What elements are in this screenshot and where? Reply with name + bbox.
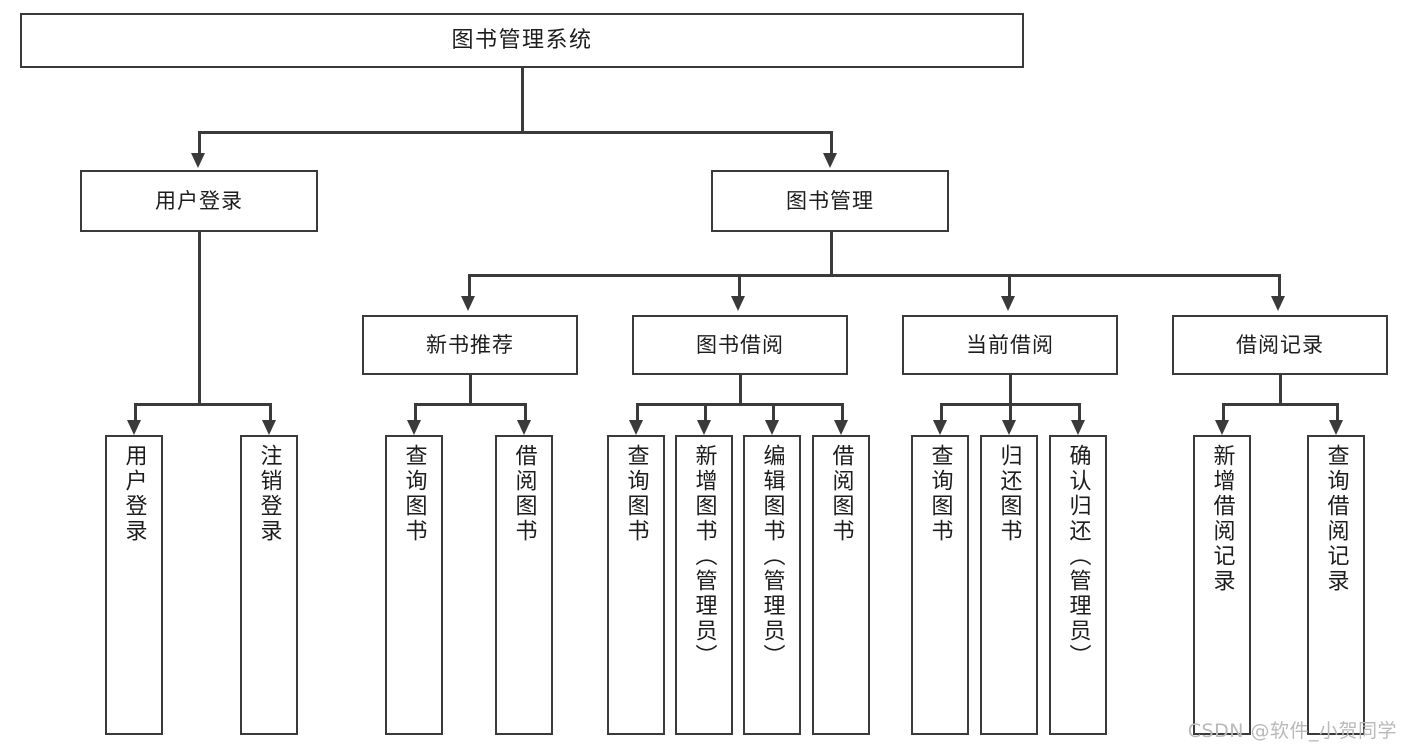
connector-bm-drop-3	[1008, 274, 1011, 296]
node-label: 借阅记录	[1236, 332, 1324, 357]
node-label: 注销登录	[256, 444, 282, 544]
connector-nbr-bus	[414, 403, 526, 406]
connector-br-drop-1	[1222, 403, 1225, 421]
connector-br-drop-2	[1336, 403, 1339, 421]
connector-user-login-bus	[134, 403, 271, 406]
leaf-logout[interactable]: 注销登录	[240, 435, 298, 735]
connector-book-management-stem	[830, 232, 833, 276]
connector-bb-stem	[739, 375, 742, 405]
arrow-to-current-borrow	[1001, 296, 1015, 311]
connector-cb-drop-2	[1009, 403, 1012, 421]
node-label: 借阅图书	[828, 444, 854, 544]
arrow-to-leaf-user-login	[127, 420, 141, 435]
watermark-text: CSDN @软件_小贺同学	[1187, 720, 1397, 742]
leaf-user-login[interactable]: 用户登录	[105, 435, 163, 735]
node-book-borrow[interactable]: 图书借阅	[632, 315, 848, 375]
node-label: 归还图书	[996, 444, 1022, 544]
node-label: 查询图书	[623, 444, 649, 544]
arrow-to-leaf-cb-1	[933, 420, 947, 435]
node-label: 图书借阅	[696, 332, 784, 357]
arrow-to-leaf-nbr-1	[407, 420, 421, 435]
arrow-to-leaf-cb-2	[1002, 420, 1016, 435]
arrow-to-book-borrow	[731, 296, 745, 311]
node-label: 借阅图书	[511, 444, 537, 544]
connector-bb-bus	[636, 403, 841, 406]
connector-bm-drop-4	[1278, 274, 1281, 296]
node-book-management[interactable]: 图书管理	[711, 170, 949, 232]
leaf-br-query-record[interactable]: 查询借阅记录	[1307, 435, 1365, 735]
connector-br-stem	[1279, 375, 1282, 405]
connector-user-login-drop-1	[134, 403, 137, 421]
connector-cb-stem	[1009, 375, 1012, 405]
connector-bb-drop-3	[772, 403, 775, 421]
arrow-to-new-book-recommend	[461, 296, 475, 311]
connector-bm-drop-2	[738, 274, 741, 296]
arrow-to-leaf-br-1	[1215, 420, 1229, 435]
node-label: 当前借阅	[966, 332, 1054, 357]
arrow-to-leaf-bb-2	[697, 420, 711, 435]
leaf-nbr-borrow-book[interactable]: 借阅图书	[495, 435, 553, 735]
connector-bb-drop-1	[636, 403, 639, 421]
connector-nbr-stem	[469, 375, 472, 405]
connector-bb-drop-2	[704, 403, 707, 421]
connector-cb-drop-3	[1078, 403, 1081, 421]
arrow-to-user-login	[191, 153, 205, 168]
node-label: 新增借阅记录	[1209, 444, 1235, 594]
node-label: 用户登录	[155, 188, 243, 213]
leaf-cb-return-book[interactable]: 归还图书	[980, 435, 1038, 735]
leaf-br-add-record[interactable]: 新增借阅记录	[1193, 435, 1251, 735]
node-root-book-management-system[interactable]: 图书管理系统	[20, 13, 1024, 68]
node-label: 确认归还（管理员）	[1065, 444, 1091, 669]
connector-root-drop-1	[198, 131, 201, 153]
connector-cb-drop-1	[940, 403, 943, 421]
leaf-cb-confirm-return-admin[interactable]: 确认归还（管理员）	[1049, 435, 1107, 735]
arrow-to-leaf-br-2	[1329, 420, 1343, 435]
node-label: 新增图书（管理员）	[691, 444, 717, 669]
node-label: 图书管理系统	[451, 27, 593, 53]
connector-root-bus	[198, 131, 832, 134]
node-label: 查询图书	[401, 444, 427, 544]
arrow-to-borrow-record	[1271, 296, 1285, 311]
node-label: 查询借阅记录	[1323, 444, 1349, 594]
arrow-to-leaf-bb-3	[765, 420, 779, 435]
connector-nbr-drop-1	[414, 403, 417, 421]
arrow-to-leaf-cb-3	[1071, 420, 1085, 435]
node-user-login[interactable]: 用户登录	[80, 170, 318, 232]
arrow-to-leaf-bb-1	[629, 420, 643, 435]
connector-br-bus	[1222, 403, 1338, 406]
leaf-bb-query-book[interactable]: 查询图书	[607, 435, 665, 735]
node-current-borrow[interactable]: 当前借阅	[902, 315, 1118, 375]
connector-root-drop-2	[830, 131, 833, 153]
connector-root-stem	[521, 68, 524, 133]
node-new-book-recommend[interactable]: 新书推荐	[362, 315, 578, 375]
node-borrow-record[interactable]: 借阅记录	[1172, 315, 1388, 375]
leaf-bb-edit-book-admin[interactable]: 编辑图书（管理员）	[743, 435, 801, 735]
leaf-bb-add-book-admin[interactable]: 新增图书（管理员）	[675, 435, 733, 735]
node-label: 编辑图书（管理员）	[759, 444, 785, 669]
arrow-to-leaf-nbr-2	[517, 420, 531, 435]
connector-user-login-drop-2	[269, 403, 272, 421]
node-label: 图书管理	[786, 188, 874, 213]
leaf-nbr-query-book[interactable]: 查询图书	[385, 435, 443, 735]
connector-user-login-stem	[198, 232, 201, 405]
connector-bm-drop-1	[468, 274, 471, 296]
arrow-to-leaf-bb-4	[834, 420, 848, 435]
node-label: 查询图书	[927, 444, 953, 544]
arrow-to-leaf-logout	[262, 420, 276, 435]
arrow-to-book-management	[823, 153, 837, 168]
node-label: 新书推荐	[426, 332, 514, 357]
leaf-bb-borrow-book[interactable]: 借阅图书	[812, 435, 870, 735]
connector-nbr-drop-2	[524, 403, 527, 421]
leaf-cb-query-book[interactable]: 查询图书	[911, 435, 969, 735]
connector-book-management-bus	[468, 274, 1280, 277]
node-label: 用户登录	[121, 444, 147, 544]
connector-bb-drop-4	[841, 403, 844, 421]
